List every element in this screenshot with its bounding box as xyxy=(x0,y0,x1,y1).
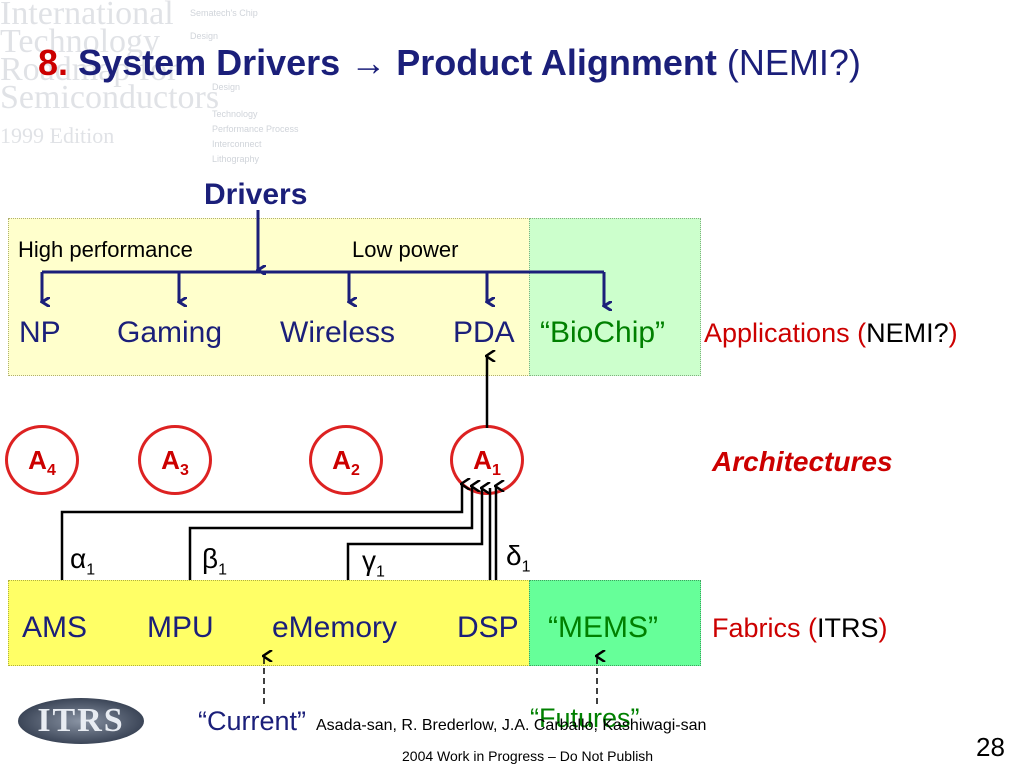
watermark-side-items: Sematech's Chip Design Design Technology… xyxy=(190,8,299,164)
slide-title-paren: (NEMI?) xyxy=(726,42,861,83)
fabric-ememory: eMemory xyxy=(272,611,398,644)
application-pda: PDA xyxy=(453,316,515,349)
fabric-ams: AMS xyxy=(22,611,88,644)
ams-to-a1-line xyxy=(60,484,462,580)
slide-title-main: System Drivers → Product Alignment xyxy=(78,42,717,83)
fabrics-label: Fabrics (ITRS) xyxy=(712,613,888,643)
architecture-a1: A1 xyxy=(450,425,524,495)
futures-label: “Futures” xyxy=(530,703,640,733)
footer-notice: 2004 Work in Progress – Do Not Publish xyxy=(402,748,654,764)
low-power-label: Low power xyxy=(352,237,459,262)
applications-box xyxy=(8,218,530,376)
credits-text: Asada-san, R. Brederlow, J.A. Carballo, … xyxy=(316,717,707,734)
current-label: “Current” xyxy=(198,706,307,736)
gamma-label: γ1 xyxy=(362,545,385,581)
fabric-mpu: MPU xyxy=(147,611,214,644)
fabric-dsp: DSP xyxy=(457,611,519,644)
architecture-a2: A2 xyxy=(309,425,383,495)
watermark-line: Technology xyxy=(0,23,161,60)
watermark-line: Semiconductors xyxy=(0,79,220,116)
mpu-to-a1-line xyxy=(188,486,472,580)
watermark-line: International xyxy=(0,0,174,32)
application-gaming: Gaming xyxy=(117,316,223,349)
architecture-a3: A3 xyxy=(138,425,212,495)
beta-label: β1 xyxy=(202,543,228,579)
alpha-label: α1 xyxy=(70,543,96,579)
drivers-heading: Drivers xyxy=(204,178,308,211)
delta-label: δ1 xyxy=(506,540,531,576)
architectures-heading: Architectures xyxy=(712,446,893,477)
itrs-logo: ITRS xyxy=(18,698,144,744)
watermark-edition: 1999 Edition xyxy=(0,123,115,148)
application-np: NP xyxy=(19,316,61,349)
slide-title: 8. System Drivers → Product Alignment (N… xyxy=(38,42,861,84)
architecture-a4: A4 xyxy=(5,425,79,495)
high-performance-label: High performance xyxy=(18,237,193,262)
slide-number-label: 8. xyxy=(38,42,69,83)
applications-future-box xyxy=(529,218,701,376)
page-number: 28 xyxy=(976,732,1005,762)
background-watermark: International Technology Roadmap for Sem… xyxy=(0,0,300,190)
application-biochip: “BioChip” xyxy=(540,316,666,349)
fabric-mems: “MEMS” xyxy=(548,611,658,644)
applications-label: Applications (NEMI?) xyxy=(704,318,958,348)
watermark-line: Roadmap for xyxy=(0,51,179,88)
application-wireless: Wireless xyxy=(280,316,396,349)
fabrics-future-box xyxy=(529,580,701,666)
